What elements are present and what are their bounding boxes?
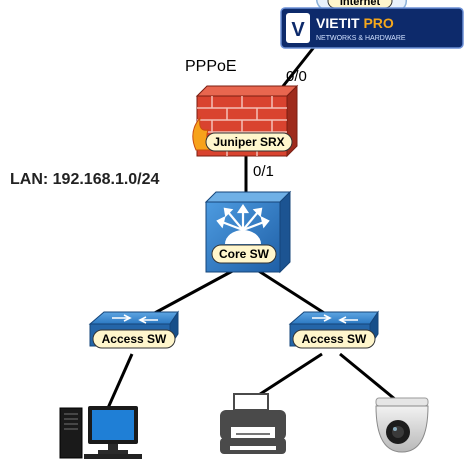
access-switch-right: Access SW: [288, 310, 379, 349]
switch-arrows-icon: [312, 314, 358, 324]
core-switch-arrows-icon: [216, 204, 270, 232]
link-access-printer: [253, 352, 323, 400]
logo-brand-accent: PRO: [363, 15, 393, 31]
link-core-access-right: [253, 266, 333, 320]
svg-text:VIETIT PRO: VIETIT PRO: [316, 15, 394, 31]
firewall-lan-port-label: 0/1: [253, 163, 274, 180]
wan-protocol-label: PPPoE: [185, 58, 237, 75]
printer-icon: [220, 393, 286, 454]
logo-mark: V: [291, 19, 305, 41]
core-switch: Core SW: [204, 190, 292, 274]
core-switch-label: Core SW: [219, 247, 270, 261]
internet-label: Internet: [340, 0, 381, 8]
firewall: Juniper SRX: [192, 84, 299, 158]
desktop-pc-icon: [59, 406, 142, 459]
access-switch-right-label: Access SW: [302, 332, 367, 346]
lan-subnet-label: LAN: 192.168.1.0/24: [10, 171, 160, 188]
switch-arrows-icon: [112, 314, 158, 324]
vietit-pro-logo: V VIETIT PRO NETWORKS & HARDWARE: [280, 7, 464, 49]
access-switch-left: Access SW: [88, 310, 179, 349]
firewall-label: Juniper SRX: [213, 135, 284, 149]
logo-brand-main: VIETIT: [316, 15, 360, 31]
wan-port-label: 0/0: [286, 68, 307, 85]
dome-camera-icon: [375, 397, 429, 453]
access-switch-left-label: Access SW: [102, 332, 167, 346]
link-access-pc: [106, 353, 134, 409]
links: [106, 7, 397, 409]
logo-tagline: NETWORKS & HARDWARE: [316, 35, 406, 42]
link-access-camera: [339, 352, 397, 402]
